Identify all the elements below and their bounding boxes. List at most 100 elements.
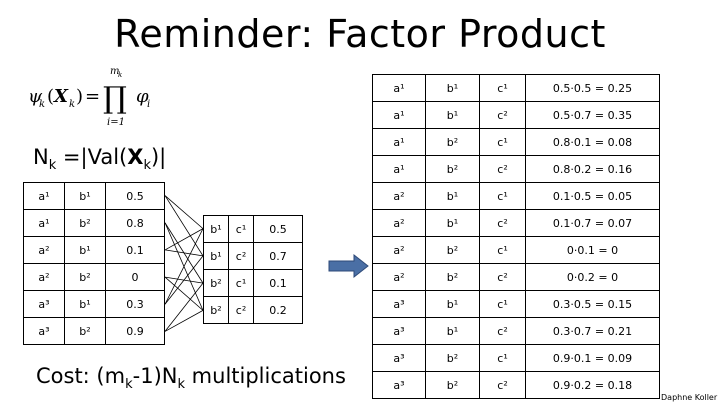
factor-product-formula: ψ k ( X k ) = ∏ m k i=1 φ i <box>28 66 150 128</box>
table-cell: 0 <box>105 263 165 291</box>
table-cell: c² <box>228 296 254 324</box>
slide-title: Reminder: Factor Product <box>114 12 606 56</box>
table-cell: a³ <box>23 317 65 345</box>
cost-statement: Cost: (mk-1)Nk multiplications <box>36 364 346 393</box>
table-cell: b¹ <box>203 242 229 270</box>
table-cell: 0.3·0.5 = 0.15 <box>525 290 660 318</box>
match-line <box>164 276 204 311</box>
table-cell: a³ <box>372 317 426 345</box>
formula-x: X <box>53 86 69 107</box>
formula-psi-sub: k <box>39 99 45 110</box>
formula-psi: ψ <box>28 86 43 107</box>
formula-x-sub: k <box>69 99 75 110</box>
table-cell: b² <box>203 296 229 324</box>
table-cell: a² <box>372 182 426 210</box>
table-cell: 0·0.2 = 0 <box>525 263 660 291</box>
nk-definition: Nk =|Val(Xk)| <box>33 145 167 174</box>
table-cell: c² <box>479 209 526 237</box>
table-cell: a³ <box>372 344 426 372</box>
match-line <box>164 195 204 257</box>
formula-close-paren: ) <box>76 86 83 107</box>
table-cell: 0.9·0.2 = 0.18 <box>525 371 660 399</box>
match-line <box>164 255 204 305</box>
formula-product-symbol: ∏ <box>103 81 127 116</box>
table-cell: c¹ <box>479 344 526 372</box>
table-cell: 0.5 <box>105 182 165 210</box>
match-line <box>164 228 204 305</box>
table-cell: 0.5·0.7 = 0.35 <box>525 101 660 129</box>
table-cell: a³ <box>23 290 65 318</box>
table-cell: b² <box>425 155 480 183</box>
table-cell: 0.9 <box>105 317 165 345</box>
table-cell: 0.7 <box>253 242 303 270</box>
table-cell: 0.3 <box>105 290 165 318</box>
table-cell: c² <box>479 317 526 345</box>
table-cell: b² <box>425 371 480 399</box>
author-credit: Daphne Koller <box>661 393 718 402</box>
right-arrow-icon <box>328 253 369 279</box>
formula-open-paren: ( <box>47 86 54 107</box>
table-cell: 0.8·0.2 = 0.16 <box>525 155 660 183</box>
match-line <box>164 195 204 229</box>
formula-prod-bottom: i=1 <box>107 117 125 128</box>
table-cell: a² <box>23 263 65 291</box>
table-cell: c² <box>479 263 526 291</box>
table-cell: c² <box>479 101 526 129</box>
table-cell: b¹ <box>425 182 480 210</box>
table-cell: a² <box>23 236 65 264</box>
table-cell: c¹ <box>228 215 254 243</box>
match-line <box>164 282 204 332</box>
table-cell: c¹ <box>479 236 526 264</box>
table-cell: b² <box>425 263 480 291</box>
formula-equals: = <box>85 86 100 107</box>
table-cell: b¹ <box>64 290 106 318</box>
table-cell: b² <box>64 263 106 291</box>
table-cell: b² <box>425 236 480 264</box>
table-cell: 0.3·0.7 = 0.21 <box>525 317 660 345</box>
table-cell: c² <box>228 242 254 270</box>
formula-phi: φ <box>136 86 149 107</box>
table-cell: a³ <box>372 290 426 318</box>
table-cell: a¹ <box>372 74 426 102</box>
table-cell: b¹ <box>425 101 480 129</box>
table-cell: a¹ <box>372 155 426 183</box>
table-cell: 0.5 <box>253 215 303 243</box>
match-line <box>164 249 204 257</box>
table-cell: 0.8·0.1 = 0.08 <box>525 128 660 156</box>
formula-prod-top: m <box>110 66 119 77</box>
table-cell: c¹ <box>228 269 254 297</box>
table-cell: c¹ <box>479 182 526 210</box>
match-line <box>164 228 204 251</box>
formula-phi-sub: i <box>147 99 150 110</box>
table-cell: a² <box>372 263 426 291</box>
table-cell: b² <box>425 344 480 372</box>
table-cell: 0.1 <box>253 269 303 297</box>
match-line <box>164 310 204 332</box>
table-cell: a³ <box>372 371 426 399</box>
table-cell: c² <box>479 371 526 399</box>
table-cell: 0.2 <box>253 296 303 324</box>
table-cell: b¹ <box>425 290 480 318</box>
formula-prod-top-sub: k <box>118 71 122 79</box>
table-cell: b¹ <box>425 74 480 102</box>
